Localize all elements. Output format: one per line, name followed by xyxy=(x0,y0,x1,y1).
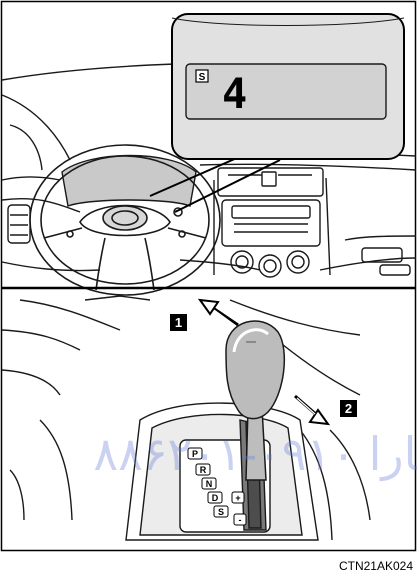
gate-label-minus: - xyxy=(239,515,242,525)
callout-2-label: 2 xyxy=(345,401,352,416)
zoomed-display xyxy=(172,14,404,159)
gear-number: 4 xyxy=(222,69,247,118)
instrument-cluster xyxy=(62,156,196,207)
callout-1-label: 1 xyxy=(175,315,182,330)
gate-label-plus: + xyxy=(235,493,240,503)
gate-label-s: S xyxy=(218,507,224,517)
watermark: دروغارا ۰۹۱۰-۸۸۶۲۰۱ xyxy=(93,428,417,482)
mode-indicator: S xyxy=(199,72,206,83)
figure-code: CTN21AK024 xyxy=(339,559,413,573)
gate-label-d: D xyxy=(212,493,219,503)
gate-label-n: N xyxy=(206,479,213,489)
